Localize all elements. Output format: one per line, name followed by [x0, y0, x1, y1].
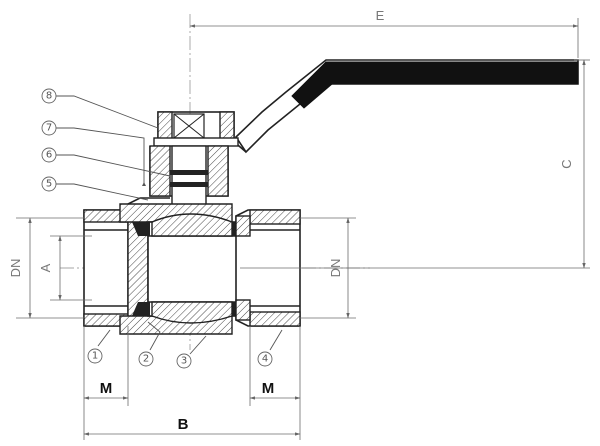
dim-label-dn-right: DN: [328, 259, 343, 278]
balloon-1-label: 1: [92, 351, 98, 362]
balloon-7-label: 7: [46, 123, 52, 134]
dim-label-dn-left: DN: [8, 259, 23, 278]
dim-label-e: E: [376, 8, 385, 23]
balloon-7: 7: [41, 120, 57, 136]
dim-label-m-right: M: [262, 380, 275, 397]
balloon-4-label: 4: [262, 354, 268, 365]
balloon-6-label: 6: [46, 150, 52, 161]
dimension-labels: E C DN A DN M M B: [8, 8, 574, 433]
balloon-1: 1: [87, 348, 103, 364]
dimension-lines: [16, 18, 590, 440]
dim-label-c: C: [559, 159, 574, 168]
balloon-8-label: 8: [46, 91, 52, 102]
balloon-5: 5: [41, 176, 57, 192]
valve-body: [83, 197, 301, 335]
balloon-3-label: 3: [181, 356, 187, 367]
balloon-6: 6: [41, 147, 57, 163]
balloon-2-label: 2: [143, 354, 149, 365]
dim-label-b: B: [178, 416, 189, 433]
balloon-5-label: 5: [46, 179, 52, 190]
part-balloons: 8 7 6 5 1 2 3 4: [41, 88, 273, 369]
balloon-4: 4: [257, 351, 273, 367]
dim-label-a: A: [38, 263, 53, 272]
handle-lever: [231, 59, 579, 154]
balloon-2: 2: [138, 351, 154, 367]
leader-lines: [56, 95, 283, 355]
handle-grip: [291, 61, 579, 109]
dim-label-m-left: M: [100, 380, 113, 397]
stem-assembly: [149, 111, 239, 219]
balloon-3: 3: [176, 353, 192, 369]
balloon-8: 8: [41, 88, 57, 104]
